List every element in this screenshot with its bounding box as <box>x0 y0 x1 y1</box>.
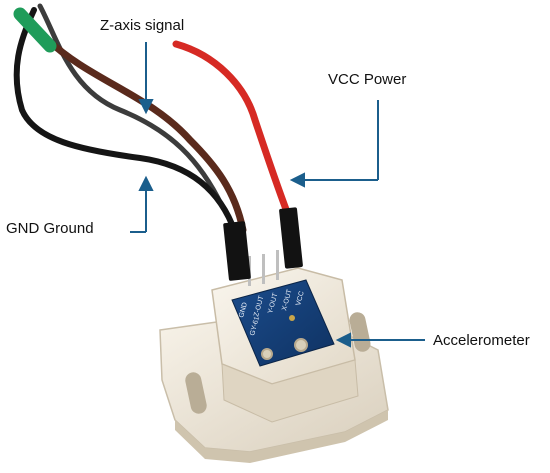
label-accelerometer: Accelerometer <box>433 332 530 349</box>
silk-gnd: GND <box>238 302 249 319</box>
annotation-arrows <box>130 42 425 348</box>
wire-gnd <box>13 7 238 235</box>
mount-slot-left <box>185 372 207 414</box>
wire-z <box>44 36 247 234</box>
silkscreen-labels: GND Z-OUT Y-OUT X-OUT VCC GY-61 <box>238 288 306 337</box>
accelerometer-board: GND Z-OUT Y-OUT X-OUT VCC GY-61 <box>231 250 335 367</box>
connector-housings <box>223 207 303 281</box>
mount-hole <box>261 348 273 360</box>
silk-model: GY-61 <box>249 316 261 337</box>
label-z-axis-signal: Z-axis signal <box>100 17 185 34</box>
wire-tip <box>13 7 57 53</box>
label-gnd-ground: GND Ground <box>6 220 94 237</box>
wires <box>13 3 291 235</box>
label-vcc-power: VCC Power <box>328 71 407 88</box>
solder-pad <box>289 315 295 321</box>
mount-slot-right <box>349 312 371 352</box>
silk-vcc: VCC <box>295 290 306 306</box>
wire-vcc <box>172 40 291 216</box>
mount-hole <box>294 338 308 352</box>
